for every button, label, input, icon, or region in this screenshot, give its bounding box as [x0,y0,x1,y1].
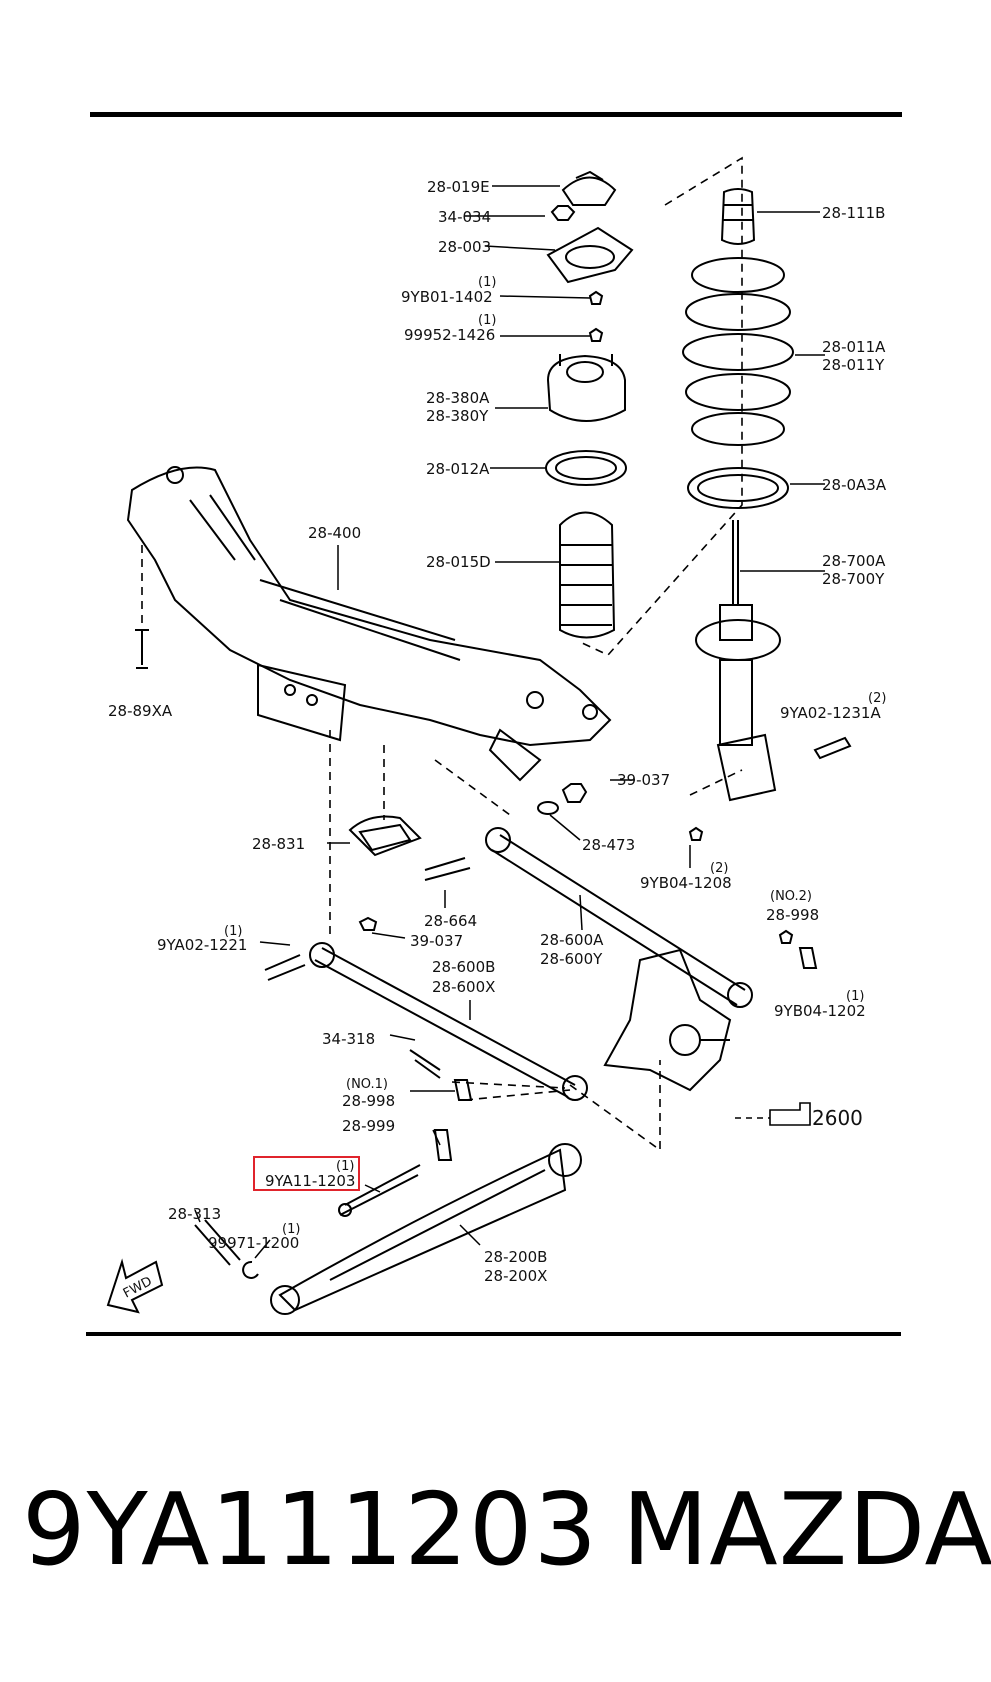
qty-9YA11-1203: (1) [336,1159,354,1174]
parts-diagram: 28-019E 28-111B 34-034 28-003 (1) 9YB01-… [86,112,902,1336]
label-28-111B: 28-111B [822,204,885,222]
crossmember [126,466,612,782]
label-99971-1200: 99971-1200 [208,1234,299,1252]
qty-9YB01-1402: (1) [478,275,496,290]
label-28-019E: 28-019E [427,178,490,196]
qty-9YB04-1202: (1) [846,989,864,1004]
bottom-rule [86,1332,901,1336]
label-34-034: 34-034 [438,208,491,226]
top-rule [90,112,902,117]
caption: 9YA111203 MAZDA [0,1480,991,1630]
label-28-600A: 28-600A [540,931,604,949]
upper-mount-parts [545,170,634,639]
label-28-700Y: 28-700Y [822,570,885,588]
part-number-caption: 9YA111203 [22,1471,599,1588]
qty-99952-1426: (1) [478,313,496,328]
label-9YA11-1203: 9YA11-1203 [265,1172,355,1190]
label-9YA02-1221: 9YA02-1221 [157,936,247,954]
label-39-037-upper: 39-037 [617,771,670,789]
label-28-003: 28-003 [438,238,491,256]
label-28-313: 28-313 [168,1205,221,1223]
label-28-400: 28-400 [308,524,361,542]
dashed-guides [141,156,743,1152]
qty-9YB04-1208: (2) [710,861,728,876]
qty-9YA02-1221: (1) [224,924,242,939]
lateral-links [309,827,753,1101]
label-28-999: 28-999 [342,1117,395,1135]
label-9YA02-1231A: 9YA02-1231A [780,704,881,722]
label-9YB04-1202: 9YB04-1202 [774,1002,866,1020]
label-28-015D: 28-015D [426,553,491,571]
label-28-664: 28-664 [424,912,477,930]
trailing-link [270,1143,582,1315]
label-2600: 2600 [812,1106,863,1130]
qty-9YA02-1231A: (2) [868,691,886,706]
label-28-011A: 28-011A [822,338,886,356]
knuckle [603,948,732,1092]
label-28-0A3A: 28-0A3A [822,476,887,494]
qty-28-998-no1: (NO.1) [346,1077,388,1092]
label-28-380A: 28-380A [426,389,490,407]
label-9YB01-1402: 9YB01-1402 [401,288,493,306]
label-99952-1426: 99952-1426 [404,326,495,344]
qty-99971-1200: (1) [282,1222,300,1237]
label-28-473: 28-473 [582,836,635,854]
label-28-89XA: 28-89XA [108,702,173,720]
label-28-831: 28-831 [252,835,305,853]
label-9YB04-1208: 9YB04-1208 [640,874,732,892]
label-28-012A: 28-012A [426,460,490,478]
label-34-318: 34-318 [322,1030,375,1048]
hardware-parts [194,783,818,1279]
leader-lines [194,185,825,1259]
label-28-011Y: 28-011Y [822,356,885,374]
label-28-600B: 28-600B [432,958,495,976]
label-28-600Y: 28-600Y [540,950,603,968]
label-28-200B: 28-200B [484,1248,547,1266]
label-28-998-no2: 28-998 [766,906,819,924]
pointing-hand-icon [769,1102,811,1126]
qty-28-998-no2: (NO.2) [770,889,812,904]
fwd-arrow-icon [106,1258,164,1314]
label-28-998-no1: 28-998 [342,1092,395,1110]
label-28-200X: 28-200X [484,1267,547,1285]
spring-strut-assembly [682,188,852,841]
brand-caption: MAZDA [622,1471,991,1588]
label-39-037-lower: 39-037 [410,932,463,950]
label-28-380Y: 28-380Y [426,407,489,425]
label-28-600X: 28-600X [432,978,495,996]
highlight-box [253,1156,360,1191]
label-28-700A: 28-700A [822,552,886,570]
